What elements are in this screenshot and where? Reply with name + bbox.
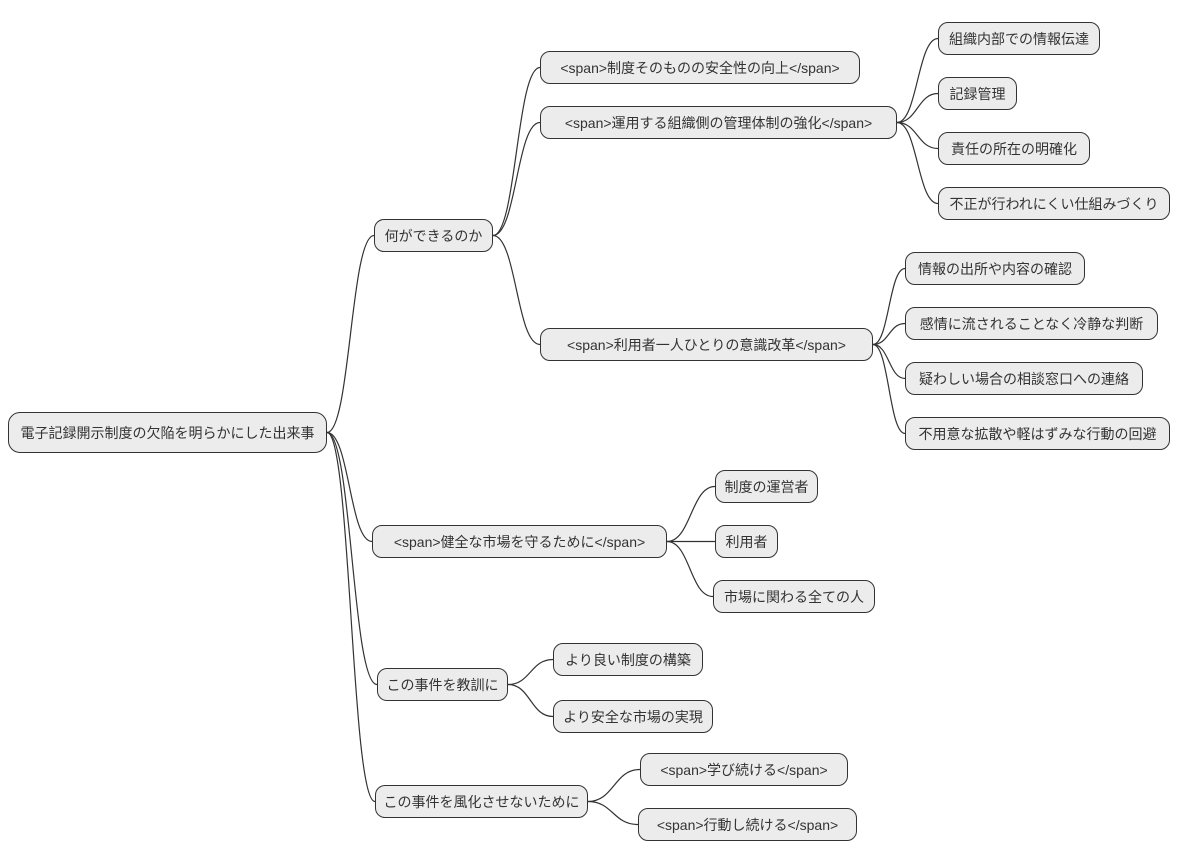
node-realize-safer-market: より安全な市場の実現 (553, 700, 713, 733)
node-avoid-careless-spread: 不用意な拡散や軽はずみな行動の回避 (905, 417, 1170, 450)
node-lessons-from-incident: この事件を教訓に (377, 668, 508, 701)
node-keep-acting: <span>行動し続ける</span> (638, 808, 857, 841)
node-what-can-be-done: 何ができるのか (374, 219, 493, 252)
mindmap-edge (492, 121, 541, 237)
node-build-better-system: より良い制度の構築 (553, 643, 703, 676)
node-users: 利用者 (715, 525, 778, 558)
mindmap-edge (326, 431, 378, 686)
mindmap-edge (896, 121, 939, 205)
node-internal-communication: 組織内部での情報伝達 (938, 22, 1100, 55)
mindmap-edge (326, 431, 376, 803)
node-keep-learning: <span>学び続ける</span> (640, 753, 848, 786)
mindmap-edge (587, 768, 641, 803)
node-system-operators: 制度の運営者 (715, 470, 818, 503)
node-verify-source-content: 情報の出所や内容の確認 (905, 252, 1085, 285)
node-clarify-responsibility: 責任の所在の明確化 (938, 132, 1090, 165)
node-protect-healthy-market: <span>健全な市場を守るために</span> (372, 525, 667, 558)
node-strengthen-org-management: <span>運用する組織側の管理体制の強化</span> (540, 106, 897, 139)
mindmap-edge (507, 658, 554, 686)
mindmap-edge (872, 322, 906, 346)
mindmap-edge (872, 343, 906, 380)
node-contact-consultation-desk: 疑わしい場合の相談窓口への連絡 (905, 362, 1143, 395)
mindmap-edge (896, 37, 939, 124)
mindmap-edge (896, 92, 939, 124)
mindmap-edge (587, 800, 639, 826)
node-everyone-in-market: 市場に関わる全ての人 (713, 580, 875, 613)
mindmap-edge (326, 234, 375, 434)
mindmap-edge (492, 234, 541, 346)
node-user-awareness-reform: <span>利用者一人ひとりの意識改革</span> (540, 328, 873, 361)
mindmap-edge (666, 485, 716, 543)
mindmap-edge (507, 683, 554, 718)
mindmap-edge (872, 343, 906, 435)
mindmap-edge (666, 540, 714, 598)
node-root-incident: 電子記録開示制度の欠陥を明らかにした出来事 (8, 412, 327, 453)
node-record-management: 記録管理 (938, 77, 1017, 110)
node-never-forget-incident: この事件を風化させないために (375, 785, 588, 818)
node-improve-system-safety: <span>制度そのものの安全性の向上</span> (540, 51, 860, 84)
mindmap-edge (872, 267, 906, 346)
mindmap-edge (896, 121, 939, 150)
mindmap-edge (326, 431, 373, 543)
mindmap-edge (492, 66, 541, 237)
node-calm-judgment: 感情に流されることなく冷静な判断 (905, 307, 1158, 340)
node-fraud-resistant-structure: 不正が行われにくい仕組みづくり (938, 187, 1170, 220)
